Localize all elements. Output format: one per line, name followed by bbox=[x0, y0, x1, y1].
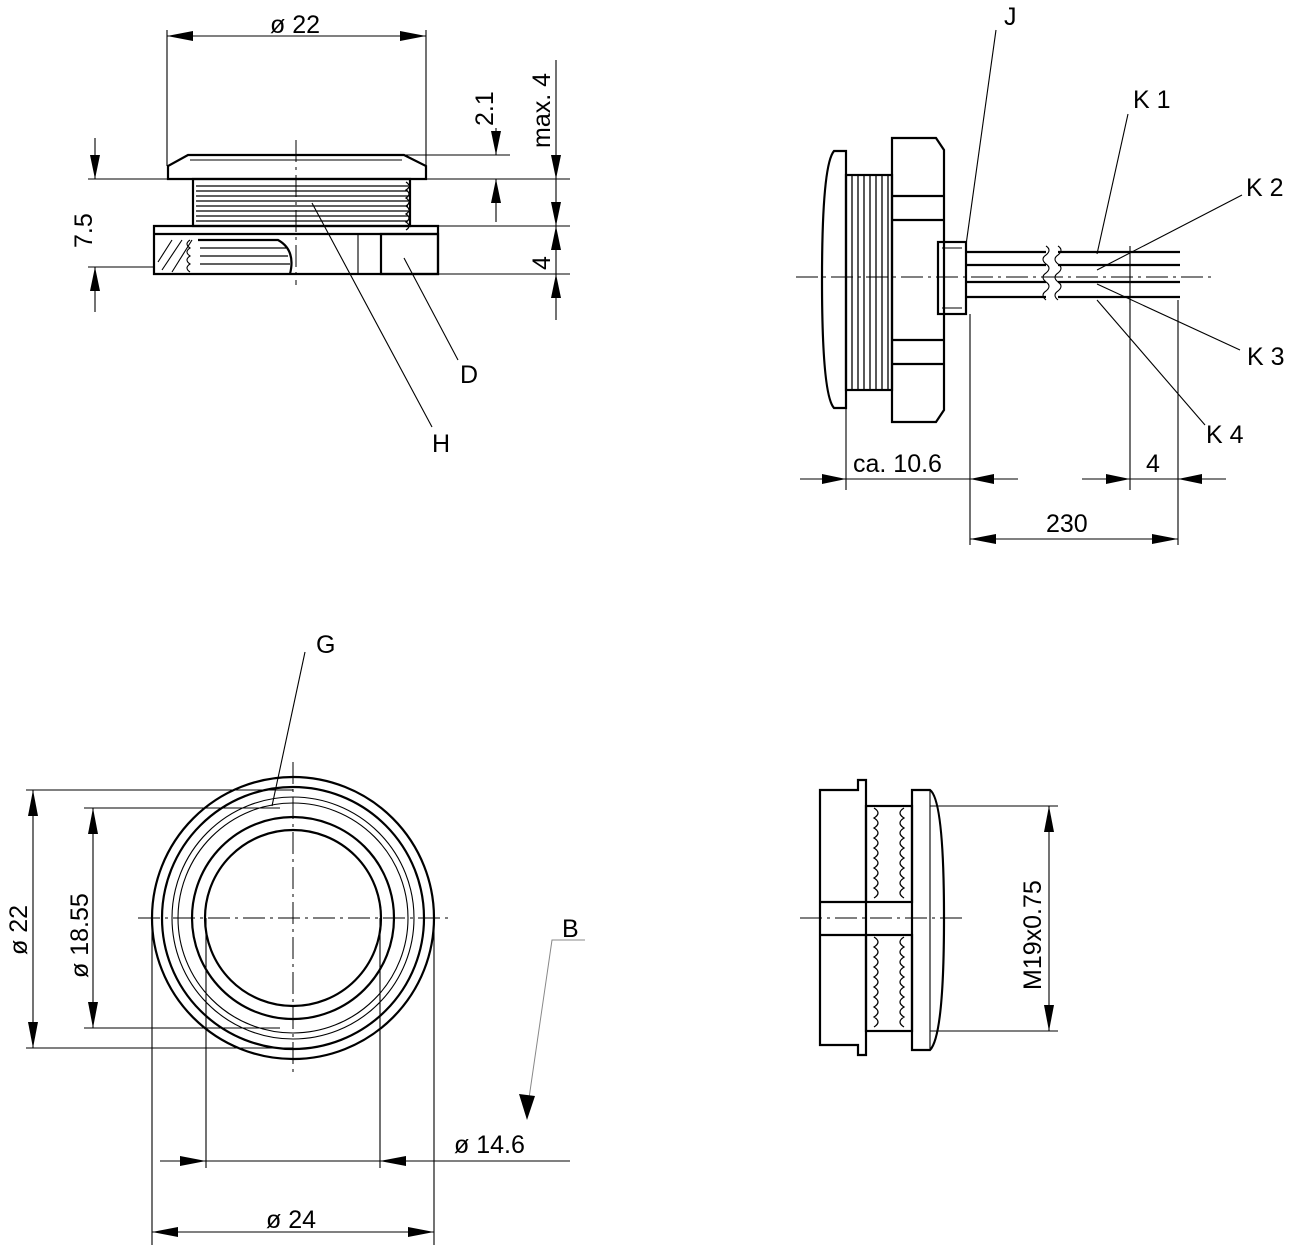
cable-view: J K 1 K 2 K 3 K 4 ca. 10.6 4 230 bbox=[796, 3, 1285, 545]
callout-G: G bbox=[316, 631, 335, 659]
callout-D: D bbox=[460, 361, 478, 389]
callout-K1: K 1 bbox=[1133, 86, 1171, 114]
callout-K3: K 3 bbox=[1247, 343, 1285, 371]
section-cut bbox=[157, 238, 293, 275]
dim-dia24-label: ø 24 bbox=[266, 1206, 316, 1234]
dim-ca10-6-label: ca. 10.6 bbox=[853, 450, 942, 478]
dim-4-side-label: 4 bbox=[528, 256, 556, 270]
side-view: ø 22 2.1 max. 4 7.5 4 D H bbox=[70, 11, 570, 458]
callout-K2: K 2 bbox=[1246, 174, 1284, 202]
wires bbox=[966, 245, 1180, 303]
callout-H: H bbox=[432, 430, 450, 458]
callout-J: J bbox=[1004, 3, 1017, 31]
dim-7-5-label: 7.5 bbox=[70, 213, 98, 248]
thread-lines bbox=[196, 185, 408, 222]
callout-B: B bbox=[562, 915, 579, 943]
dim-max4-label: max. 4 bbox=[528, 73, 556, 148]
dim-dia18-55-label: ø 18.55 bbox=[66, 893, 94, 978]
dim-thread-label: M19x0.75 bbox=[1019, 880, 1047, 990]
section-view: M19x0.75 bbox=[800, 778, 1058, 1057]
dim-230-label: 230 bbox=[1046, 510, 1088, 538]
dim-2-1-label: 2.1 bbox=[471, 91, 499, 126]
dim-dia14-6-label: ø 14.6 bbox=[454, 1131, 525, 1159]
front-view: G B ø 22 ø 18.55 ø 14.6 ø 24 bbox=[5, 631, 585, 1245]
dim-4-wire-label: 4 bbox=[1146, 450, 1160, 478]
dim-dia22-front-label: ø 22 bbox=[5, 905, 33, 955]
dim-dia22-top-label: ø 22 bbox=[270, 11, 320, 39]
callout-K4: K 4 bbox=[1206, 421, 1244, 449]
